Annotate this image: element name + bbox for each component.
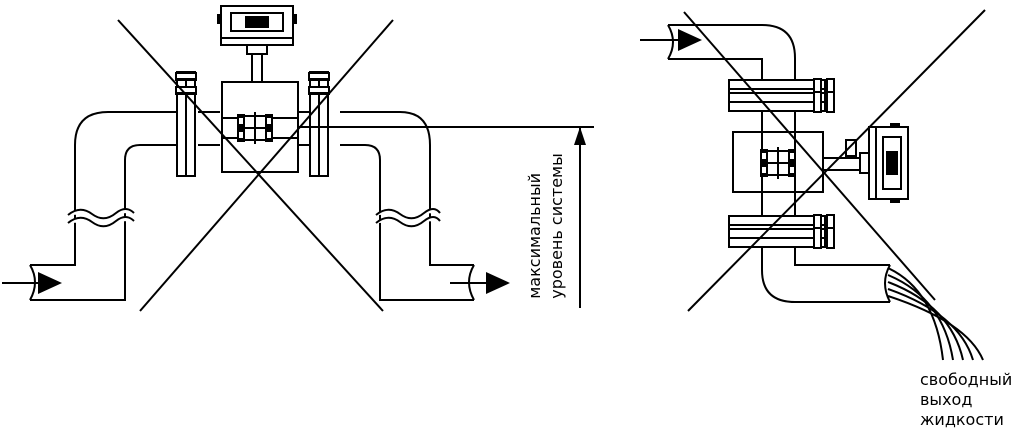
max-level-label-line2: уровень системы [547, 153, 566, 299]
liquid-jet-icon [887, 267, 984, 361]
free-outlet-label: свободный выход жидкости [920, 370, 1012, 430]
flow-arrow-icon [2, 272, 62, 294]
free-outlet-label-line2: выход [920, 390, 973, 409]
cross-out-icon [683, 9, 986, 312]
right-flowmeter [728, 77, 909, 250]
free-outlet-label-line1: свободный [920, 370, 1013, 389]
free-outlet-label-line3: жидкости [920, 410, 1004, 429]
max-level-marker [298, 126, 594, 308]
cross-out-icon [117, 19, 394, 312]
left-flowmeter [174, 5, 331, 177]
flow-arrow-icon [450, 272, 510, 294]
flow-arrow-icon [640, 29, 702, 51]
max-level-label: максимальный уровень системы [524, 153, 568, 299]
max-level-label-line1: максимальный [525, 173, 544, 299]
